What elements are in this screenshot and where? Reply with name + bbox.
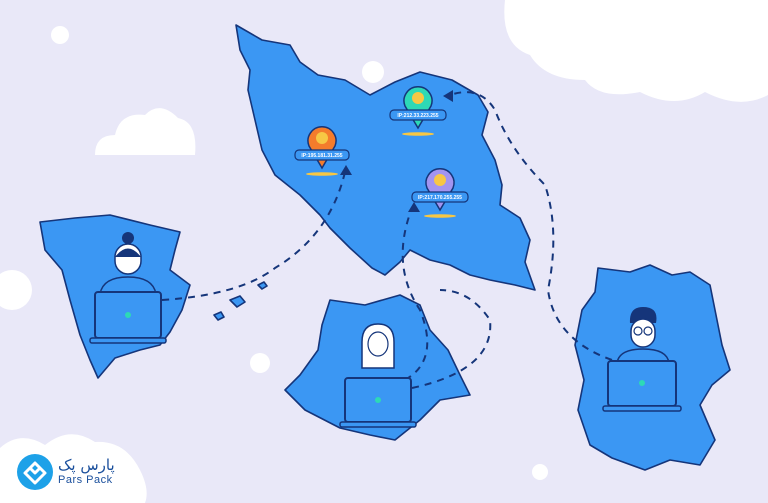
pin-3[interactable]: IP:217.170.255.255: [411, 168, 469, 218]
laptop-icon: [339, 377, 417, 428]
user-iraq: [339, 323, 417, 428]
user-germany: [602, 307, 682, 412]
map-pin-icon: [403, 86, 433, 130]
ip-label: IP:195.181.31.255: [301, 153, 342, 159]
ip-label: IP:217.170.255.255: [418, 195, 462, 201]
cloud-left: [95, 108, 196, 155]
laptop-icon: [602, 360, 682, 412]
dot: [250, 353, 270, 373]
map-pin-icon: [307, 126, 337, 170]
dot: [0, 270, 32, 310]
island: [213, 281, 268, 321]
cloud-top-right: [504, 0, 768, 102]
laptop-icon: [89, 291, 167, 344]
route-germany: [449, 91, 613, 361]
map-iran: [235, 24, 536, 291]
brand-name-fa: پارس پک: [58, 456, 115, 474]
route-iraq-alt: [411, 289, 492, 389]
route-spain: [161, 171, 346, 301]
brand-name-en: Pars Pack: [58, 474, 113, 486]
user-spain: [89, 232, 167, 344]
pin-1[interactable]: IP:195.181.31.255: [294, 126, 350, 176]
dot: [532, 464, 548, 480]
dot: [362, 61, 384, 83]
hair-bun: [122, 232, 134, 244]
dot: [51, 26, 69, 44]
route-iraq-pin: [401, 207, 429, 381]
map-pin-icon: [425, 168, 455, 212]
arrowheads: [340, 90, 453, 212]
connections: [161, 91, 613, 389]
brand: پارس پک Pars Pack: [58, 458, 115, 486]
parspack-logo-icon: [17, 454, 53, 490]
pin-2[interactable]: IP:212.33.223.255: [389, 86, 447, 136]
ip-label: IP:212.33.223.255: [397, 113, 438, 119]
man-with-glasses-icon: [630, 318, 656, 348]
